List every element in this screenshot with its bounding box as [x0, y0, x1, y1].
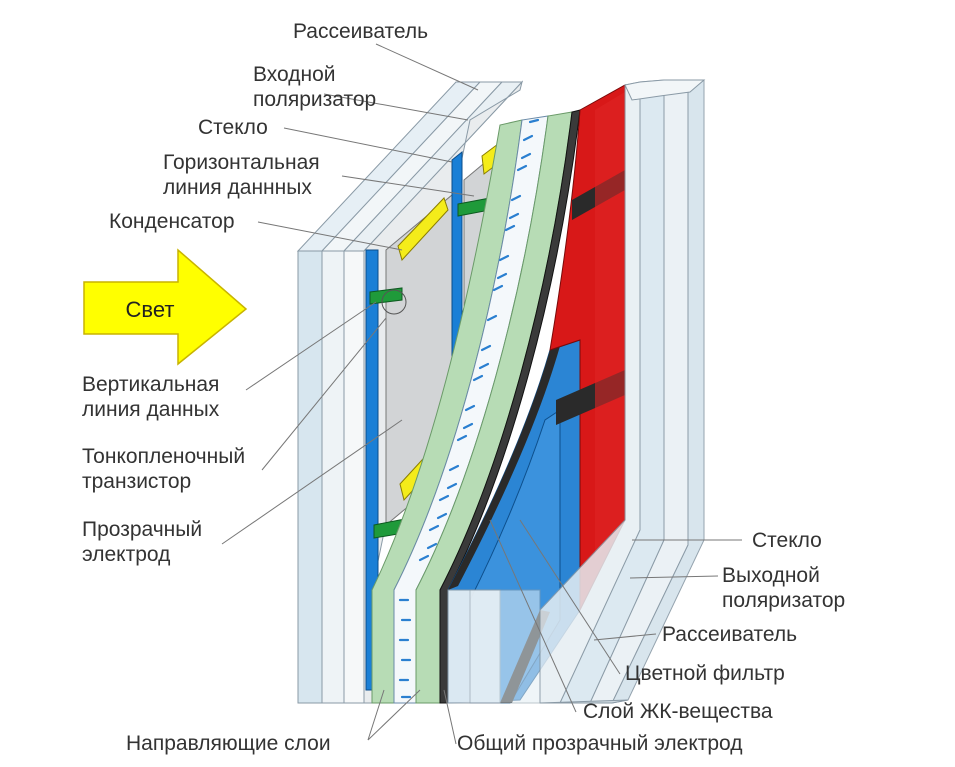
label-tft-line1: Тонкопленочный — [82, 445, 246, 468]
capacitor — [397, 197, 449, 261]
label-vertical-line-line2: линия данных — [82, 398, 220, 421]
light-arrow-label: Свет — [126, 297, 175, 322]
label-capacitor: Конденсатор — [109, 210, 235, 233]
label-diffuser-bottom: Рассеиватель — [662, 623, 798, 646]
label-transparent-electrode-line1: Прозрачный — [82, 518, 203, 541]
label-horizontal-line-line1: Горизонтальная — [163, 151, 320, 174]
label-output-polarizer-line2: поляризатор — [722, 589, 846, 612]
label-tft-line2: транзистор — [82, 470, 192, 493]
light-arrow: Свет — [83, 248, 248, 366]
label-output-polarizer-line1: Выходной — [722, 564, 820, 587]
label-glass-bottom: Стекло — [752, 529, 822, 552]
tft-marker — [381, 289, 407, 315]
label-common-electrode: Общий прозрачный электрод — [457, 732, 743, 755]
label-input-polarizer-line2: поляризатор — [253, 88, 377, 111]
label-lc-layer: Слой ЖК-вещества — [583, 700, 773, 723]
label-horizontal-line-line2: линия даннных — [163, 176, 312, 199]
label-glass-top: Стекло — [198, 116, 268, 139]
output-glass-stack — [447, 79, 706, 704]
label-color-filter: Цветной фильтр — [625, 662, 785, 685]
label-input-polarizer-line1: Входной — [253, 63, 336, 86]
label-vertical-line-line1: Вертикальная — [82, 373, 220, 396]
input-glass-stack — [296, 81, 524, 704]
label-transparent-electrode-line2: электрод — [82, 543, 171, 566]
label-guide-layers: Направляющие слои — [126, 732, 331, 755]
horizontal-data-line — [369, 287, 403, 305]
label-diffuser-top: Рассеиватель — [293, 20, 429, 43]
leader-lines — [221, 43, 742, 745]
